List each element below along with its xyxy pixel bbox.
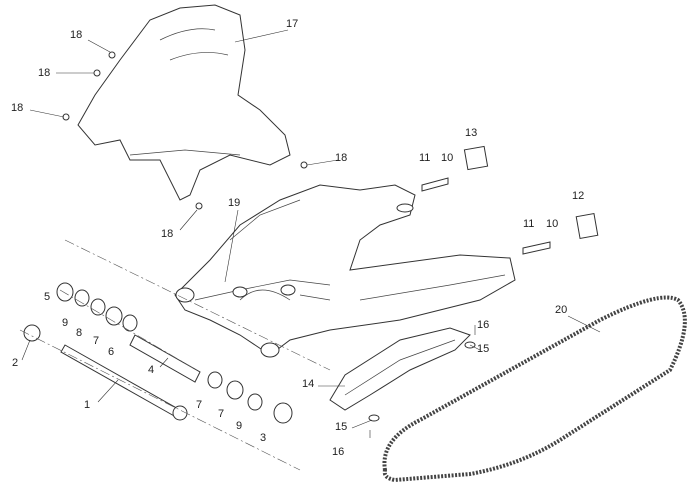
callout-6: 6 <box>108 346 115 358</box>
callout-7: 7 <box>196 399 203 411</box>
callout-2: 2 <box>12 357 19 369</box>
callout-20: 20 <box>555 304 568 316</box>
callout-8: 8 <box>76 327 83 339</box>
callout-19: 19 <box>228 197 241 209</box>
callout-15: 15 <box>477 343 490 355</box>
spacer-tube-4 <box>129 334 201 383</box>
callout-16: 16 <box>332 446 345 458</box>
callout-10: 10 <box>441 152 454 164</box>
callout-7: 7 <box>218 408 225 420</box>
chain-slider-14 <box>329 327 471 411</box>
callout-11: 11 <box>419 152 431 164</box>
callout-16: 16 <box>477 319 490 331</box>
callout-5: 5 <box>44 291 51 303</box>
callout-18: 18 <box>11 102 24 114</box>
callout-10: 10 <box>546 218 559 230</box>
callout-12: 12 <box>572 190 585 202</box>
chain-adjuster-13 <box>463 145 489 171</box>
callout-7: 7 <box>93 335 100 347</box>
callout-17: 17 <box>286 18 299 30</box>
callout-18: 18 <box>70 29 83 41</box>
callout-13: 13 <box>465 127 478 139</box>
drive-chain-20 <box>382 295 687 483</box>
callout-4: 4 <box>148 364 155 376</box>
callout-9: 9 <box>236 420 243 432</box>
nut-2 <box>23 324 41 342</box>
callout-18: 18 <box>335 152 348 164</box>
callout-11: 11 <box>523 218 535 230</box>
callout-18: 18 <box>38 67 51 79</box>
callout-1: 1 <box>84 399 91 411</box>
chain-adjuster-12 <box>575 213 599 239</box>
swingarm-19 <box>174 184 516 356</box>
chain-guard-17 <box>77 4 291 201</box>
callout-15: 15 <box>335 421 348 433</box>
callout-14: 14 <box>302 378 315 390</box>
callout-18: 18 <box>161 228 174 240</box>
callout-9: 9 <box>62 317 69 329</box>
callout-3: 3 <box>260 432 267 444</box>
